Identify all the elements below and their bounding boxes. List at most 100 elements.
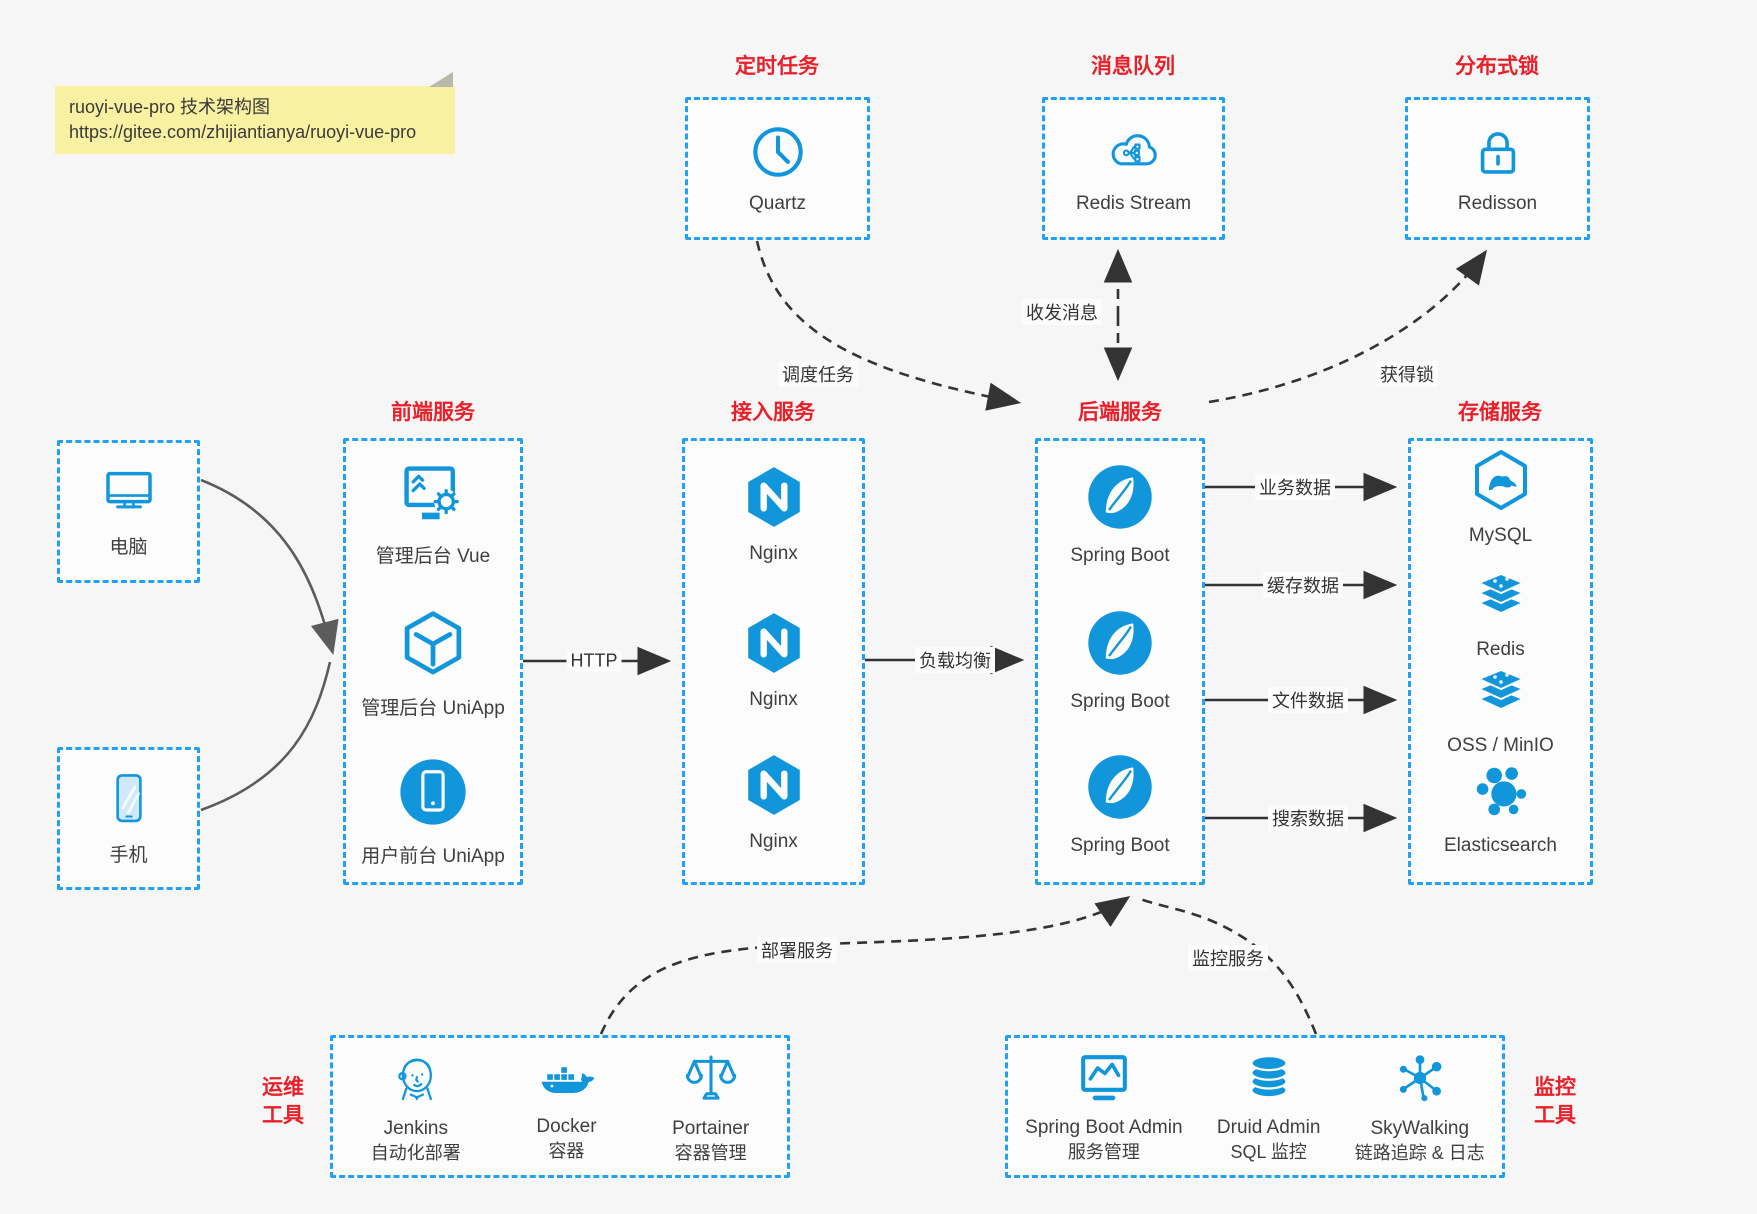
edge-label-cache-data: 缓存数据 xyxy=(1263,572,1343,598)
note-title: ruoyi-vue-pro 技术架构图 xyxy=(69,97,271,117)
access-item-nginx-1: Nginx xyxy=(682,464,865,565)
storage-item-label: MySQL xyxy=(1468,525,1533,546)
ops-item-name: Portainer xyxy=(672,1117,750,1139)
edge-deploy xyxy=(599,896,1131,1035)
box-monitoring-tools: Spring Boot Admin 服务管理 Druid Admin S xyxy=(1005,1035,1505,1178)
ops-item-docker: Docker 容器 xyxy=(536,1051,597,1163)
storage-item-label: Redis xyxy=(1476,639,1525,660)
spring-boot-icon xyxy=(1085,462,1155,537)
ops-item-name: Docker xyxy=(536,1115,597,1137)
edge-label-monitor: 监控服务 xyxy=(1188,945,1268,971)
storage-item-label: Elasticsearch xyxy=(1444,835,1557,856)
redis-stack-icon xyxy=(1469,566,1533,631)
frontend-item-label: 管理后台 Vue xyxy=(375,546,491,567)
box-lock: Redisson xyxy=(1405,97,1590,240)
ops-side-label: 运维 工具 xyxy=(262,1076,304,1127)
edge-mobile-frontend xyxy=(200,661,332,812)
ops-item-desc: 自动化部署 xyxy=(370,1142,461,1163)
cube-icon xyxy=(397,608,469,685)
pc-label: 电脑 xyxy=(109,537,148,558)
frontend-item-admin-vue: 管理后台 Vue xyxy=(343,462,523,568)
sticky-note: ruoyi-vue-pro 技术架构图 https://gitee.com/zh… xyxy=(55,72,455,154)
title-mq: 消息队列 xyxy=(1091,55,1175,78)
storage-item-redis: Redis xyxy=(1408,566,1593,661)
storage-item-elasticsearch: Elasticsearch xyxy=(1408,760,1593,857)
ops-item-name: Jenkins xyxy=(383,1117,448,1139)
title-lock: 分布式锁 xyxy=(1455,55,1539,78)
edge-monitor xyxy=(1139,897,1318,1035)
lock-icon xyxy=(1469,123,1527,186)
frontend-item-label: 管理后台 UniApp xyxy=(361,698,505,719)
app-circle-icon xyxy=(397,756,469,833)
admin-console-icon xyxy=(398,462,468,533)
edge-label-schedule: 调度任务 xyxy=(778,361,858,387)
edge-label-message: 收发消息 xyxy=(1022,299,1102,325)
backend-item-label: Spring Boot xyxy=(1070,691,1170,712)
storage-item-mysql: MySQL xyxy=(1408,448,1593,547)
note-url: https://gitee.com/zhijiantianya/ruoyi-vu… xyxy=(69,122,417,142)
nginx-icon xyxy=(741,610,807,681)
frontend-item-label: 用户前台 UniApp xyxy=(361,846,505,867)
title-backend: 后端服务 xyxy=(1078,401,1162,424)
mq-label: Redis Stream xyxy=(1075,192,1192,214)
monitoring-item-desc: 服务管理 xyxy=(1067,1141,1140,1162)
docker-icon xyxy=(536,1051,596,1110)
monitoring-item-name: Druid Admin xyxy=(1216,1116,1321,1138)
mysql-icon xyxy=(1469,448,1533,517)
edge-label-deploy: 部署服务 xyxy=(757,937,837,963)
access-item-nginx-3: Nginx xyxy=(682,752,865,853)
cloud-stream-icon xyxy=(1105,123,1163,186)
title-scheduler: 定时任务 xyxy=(735,55,819,78)
elasticsearch-icon xyxy=(1470,760,1532,827)
mobile-label: 手机 xyxy=(109,845,148,866)
edge-label-acquire-lock: 获得锁 xyxy=(1376,361,1438,387)
edge-label-search-data: 搜索数据 xyxy=(1268,805,1348,831)
edge-label-file-data: 文件数据 xyxy=(1268,687,1348,713)
admin-dashboard-icon xyxy=(1075,1050,1133,1111)
ops-item-desc: 容器 xyxy=(548,1140,585,1161)
box-ops-tools: Jenkins 自动化部署 Docker 容器 xyxy=(330,1035,790,1178)
ops-item-jenkins: Jenkins 自动化部署 xyxy=(371,1049,461,1165)
monitoring-item-name: Spring Boot Admin xyxy=(1025,1116,1183,1138)
scales-icon xyxy=(683,1049,739,1112)
title-storage: 存储服务 xyxy=(1458,401,1542,424)
box-pc-client: 电脑 xyxy=(57,440,200,583)
monitoring-item-name: SkyWalking xyxy=(1370,1117,1470,1139)
backend-item-label: Spring Boot xyxy=(1070,835,1170,856)
ops-item-desc: 容器管理 xyxy=(674,1142,747,1163)
monitor-icon xyxy=(100,464,158,525)
monitoring-side-label: 监控 工具 xyxy=(1534,1076,1576,1127)
monitoring-item-sba: Spring Boot Admin 服务管理 xyxy=(1025,1050,1183,1164)
scheduler-label: Quartz xyxy=(748,192,807,214)
access-item-label: Nginx xyxy=(749,543,798,564)
access-item-nginx-2: Nginx xyxy=(682,610,865,711)
backend-item-spring-1: Spring Boot xyxy=(1035,462,1205,567)
spring-boot-icon xyxy=(1085,608,1155,683)
backend-item-spring-3: Spring Boot xyxy=(1035,752,1205,857)
edge-label-http: HTTP xyxy=(566,650,622,672)
box-storage xyxy=(1408,438,1593,885)
frontend-item-admin-uniapp: 管理后台 UniApp xyxy=(343,608,523,720)
frontend-item-user-uniapp: 用户前台 UniApp xyxy=(343,756,523,868)
network-nodes-icon xyxy=(1392,1049,1448,1112)
box-scheduler: Quartz xyxy=(685,97,870,240)
access-item-label: Nginx xyxy=(749,689,798,710)
edge-label-load-balance: 负载均衡 xyxy=(915,647,995,673)
edge-acquire-lock xyxy=(1208,249,1488,404)
access-item-label: Nginx xyxy=(749,831,798,852)
backend-item-label: Spring Boot xyxy=(1070,545,1170,566)
lock-label: Redisson xyxy=(1457,192,1538,214)
clock-icon xyxy=(749,123,807,186)
monitoring-item-druid: Druid Admin SQL 监控 xyxy=(1216,1050,1321,1164)
edge-pc-frontend xyxy=(200,478,339,656)
backend-item-spring-2: Spring Boot xyxy=(1035,608,1205,713)
note-fold-corner xyxy=(429,72,453,87)
monitoring-item-skywalking: SkyWalking 链路追踪 & 日志 xyxy=(1355,1049,1485,1165)
spring-boot-icon xyxy=(1085,752,1155,827)
ops-item-portainer: Portainer 容器管理 xyxy=(672,1049,749,1165)
box-mq: Redis Stream xyxy=(1042,97,1225,240)
title-frontend: 前端服务 xyxy=(391,401,475,424)
edge-label-biz-data: 业务数据 xyxy=(1255,474,1335,500)
title-access: 接入服务 xyxy=(731,401,815,424)
